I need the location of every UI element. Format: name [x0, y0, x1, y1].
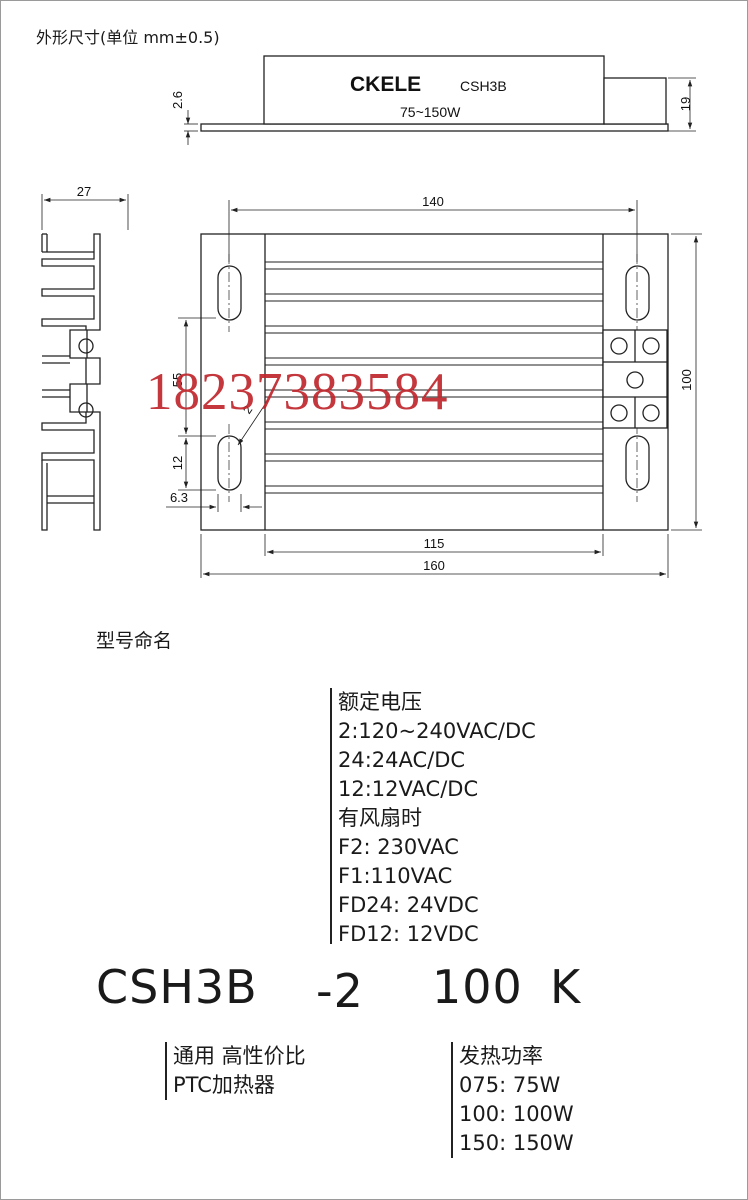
- dim-hole-span-label: 140: [422, 194, 444, 209]
- dim-total-height-label: 100: [679, 369, 694, 391]
- model-code-power: 100: [432, 960, 523, 1014]
- fan-heading: 有风扇时: [338, 806, 422, 830]
- fan-option: FD24: 24VDC: [338, 893, 479, 917]
- side-view-mount-hole: [78, 338, 94, 354]
- voltage-heading: 额定电压: [338, 690, 422, 714]
- power-option: 150: 150W: [459, 1131, 574, 1155]
- series-description: PTC加热器: [173, 1073, 275, 1097]
- dim-hole-pitch-label: 55: [170, 373, 185, 387]
- power-heading: 发热功率: [459, 1044, 543, 1068]
- front-view-mount-slot: [625, 265, 650, 321]
- series-bracket: [165, 1042, 167, 1100]
- top-view-terminal-box: [603, 77, 667, 125]
- model-code-voltage: -2: [316, 964, 364, 1018]
- front-view: [166, 200, 702, 578]
- side-view-fin-profile: [41, 233, 101, 531]
- dim-slot-edge-label: 6.3: [170, 490, 188, 505]
- series-block: 通用 高性价比 PTC加热器: [173, 1042, 306, 1100]
- top-view: [184, 55, 696, 145]
- top-view-brand: CKELE: [350, 73, 421, 96]
- dim-height-label: 19: [678, 97, 693, 111]
- voltage-option: 24:24AC/DC: [338, 748, 466, 772]
- series-description: 通用 高性价比: [173, 1044, 306, 1068]
- front-view-mount-slot: [625, 435, 650, 491]
- top-view-power-range: 75~150W: [400, 104, 461, 120]
- power-block: 发热功率 075: 75W 100: 100W 150: 150W: [459, 1042, 574, 1158]
- technical-drawing: CKELE CSH3B 75~150W 2.6 19 27: [41, 55, 702, 578]
- power-option: 100: 100W: [459, 1102, 574, 1126]
- phone-watermark: 18237383584: [146, 363, 449, 421]
- naming-title: 型号命名: [96, 630, 173, 652]
- fan-option: F2: 230VAC: [338, 835, 459, 859]
- dim-side-width-label: 27: [77, 184, 91, 199]
- dim-thickness-label: 2.6: [170, 91, 185, 109]
- dimension-heading: 外形尺寸(单位 mm±0.5): [36, 28, 220, 47]
- top-view-base-plate: [200, 123, 669, 132]
- top-view-heater-body: [263, 55, 605, 125]
- voltage-block: 额定电压 2:120~240VAC/DC 24:24AC/DC 12:12VAC…: [338, 688, 536, 949]
- model-code-suffix: K: [550, 960, 582, 1014]
- dim-total-width-label: 160: [423, 558, 445, 573]
- power-bracket: [451, 1042, 453, 1158]
- power-option: 075: 75W: [459, 1073, 561, 1097]
- top-view-model: CSH3B: [460, 78, 507, 94]
- voltage-bracket: [330, 688, 332, 944]
- front-view-mount-slot: [217, 435, 242, 491]
- front-view-fins: [265, 261, 603, 494]
- dim-slot-length-label: 12: [170, 456, 185, 470]
- side-view-mount-hole: [78, 402, 94, 418]
- fan-option: F1:110VAC: [338, 864, 453, 888]
- front-view-base-plate: [200, 233, 669, 531]
- fan-option: FD12: 12VDC: [338, 922, 479, 946]
- voltage-option: 12:12VAC/DC: [338, 777, 479, 801]
- front-view-mount-slot: [217, 265, 242, 321]
- dim-fin-width-label: 115: [424, 536, 445, 551]
- side-view: [41, 194, 129, 531]
- voltage-option: 2:120~240VAC/DC: [338, 719, 536, 743]
- model-code-series: CSH3B: [96, 960, 258, 1014]
- front-view-terminal-block: [602, 329, 668, 429]
